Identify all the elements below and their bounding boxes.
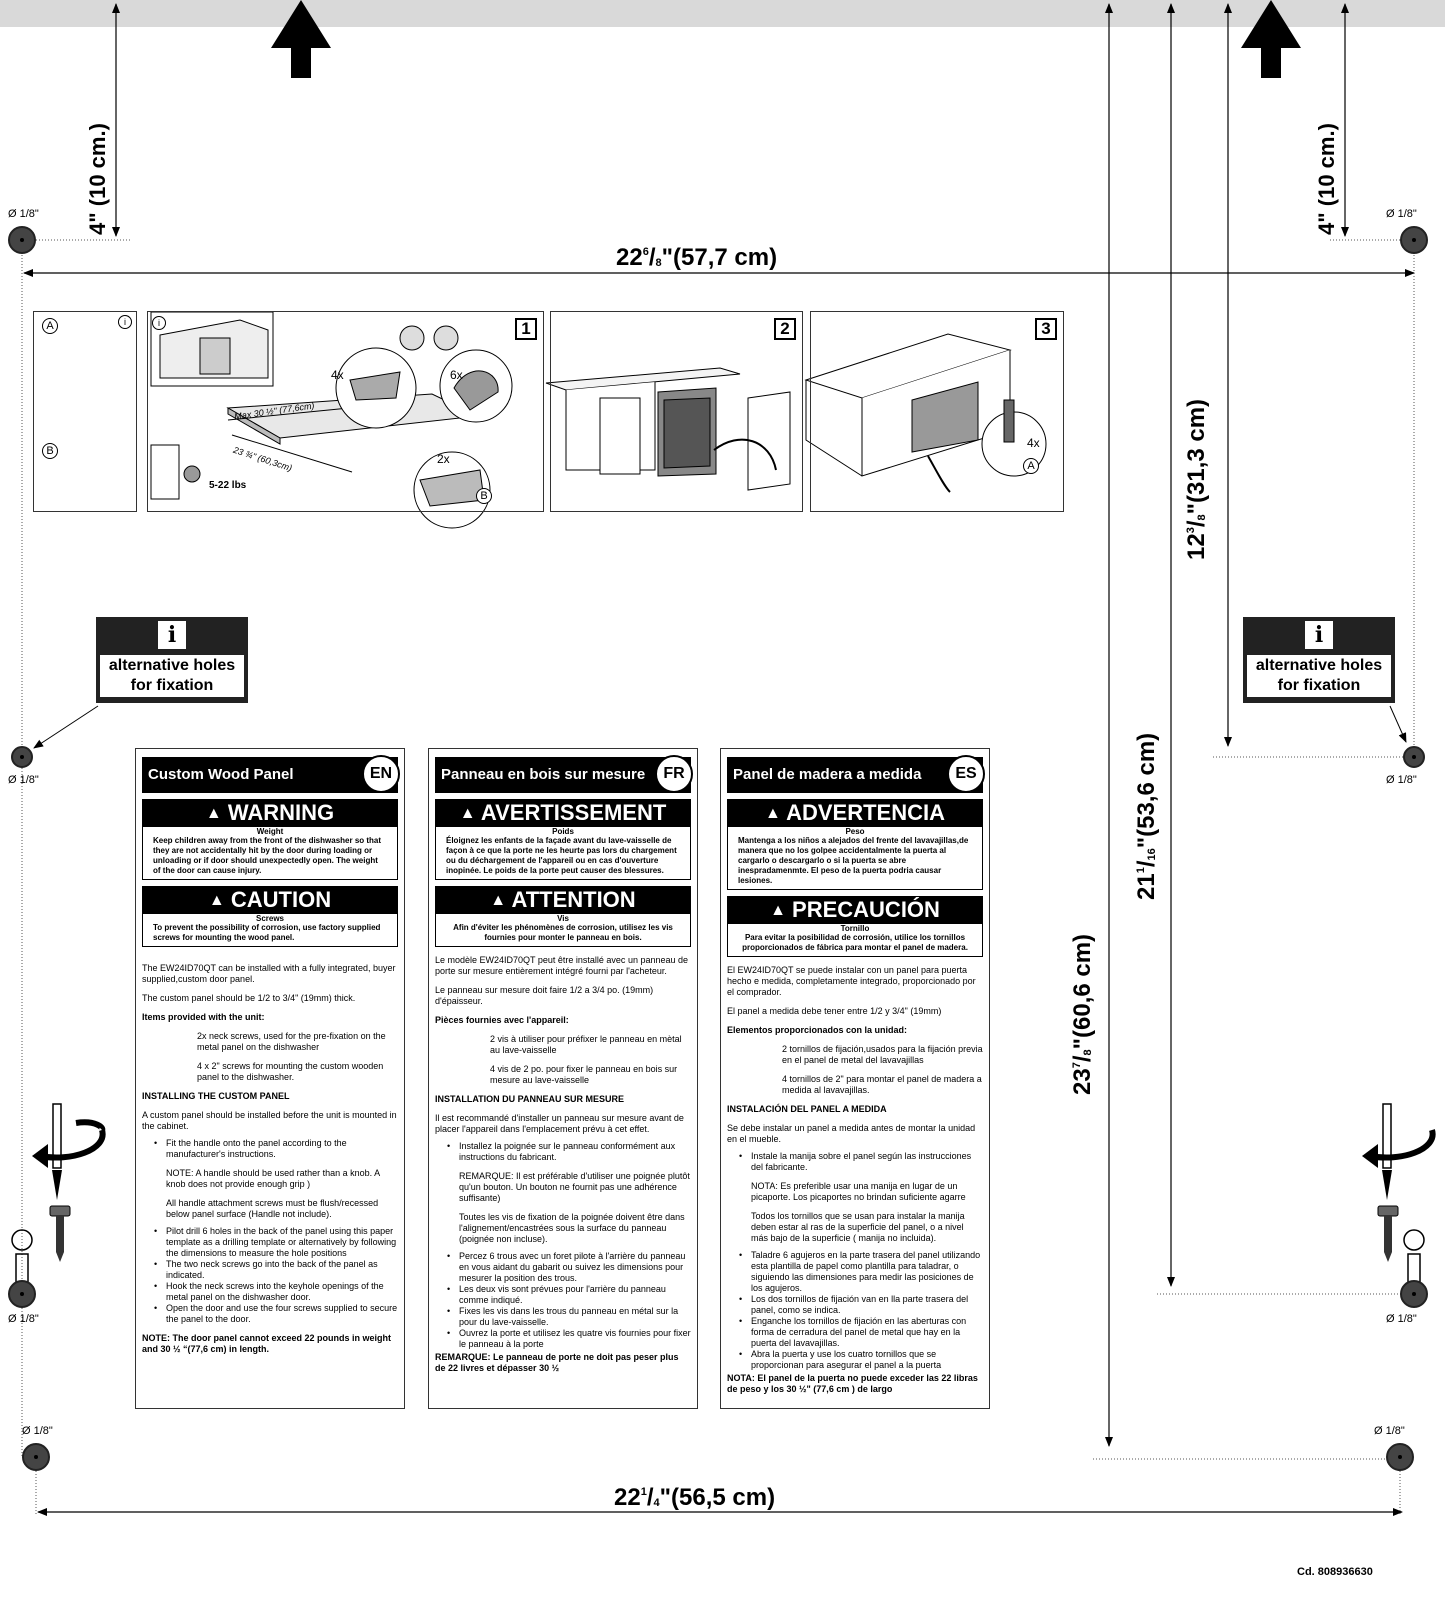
vertical-dimension-12-3-8: 123/8"(31,3 cm) (1183, 398, 1210, 560)
vertical-dimension-23-7-8: 237/8"(60,6 cm) (1069, 933, 1096, 1095)
hole-diameter-label: Ø 1/8" (1386, 1313, 1417, 1325)
left-screw-rotation-graphic (32, 1103, 106, 1262)
warning-triangle-icon: ▲ (208, 892, 225, 909)
vertical-dimension-21-1-16: 211/16"(53,6 cm) (1133, 732, 1160, 900)
info-icon: i (158, 621, 186, 649)
qty-4x-label: 4x (331, 368, 344, 382)
right-screw-rotation-graphic (1362, 1103, 1436, 1262)
warning-triangle-icon: ▲ (770, 902, 786, 919)
top-up-arrow-right (1241, 0, 1301, 78)
caution-box: ▲ CAUTION Screws To prevent the possibil… (142, 886, 398, 947)
document-code: Cd. 808936630 (1297, 1566, 1373, 1578)
warning-triangle-icon: ▲ (490, 892, 507, 909)
info-icon: i (118, 315, 132, 329)
max-length-label: Max 30 ½" (77,6cm) (233, 400, 316, 422)
hole-diameter-label: Ø 1/8" (1386, 774, 1417, 786)
language-badge: FR (655, 755, 693, 793)
top-edge-band (0, 0, 1445, 27)
alternative-hole (11, 746, 33, 768)
warning-box: ▲ ADVERTENCIA Peso Mantenga a los niños … (727, 799, 983, 890)
hole-diameter-label: Ø 1/8" (1386, 208, 1417, 220)
hole-diameter-label: Ø 1/8" (8, 208, 39, 220)
panel-1-illustration (150, 311, 513, 529)
qty-4x-label: 4x (1027, 436, 1040, 450)
qty-2x-label: 2x (437, 452, 450, 466)
step-number: 2 (774, 318, 796, 340)
hole-diameter-label: Ø 1/8" (22, 1425, 53, 1437)
top-width-dimension: 226/8"(57,7 cm) (616, 244, 778, 271)
panel-2-illustration (545, 367, 791, 491)
mounting-hole (22, 1443, 50, 1471)
hole-diameter-label: Ø 1/8" (8, 1313, 39, 1325)
hole-diameter-label: Ø 1/8" (1374, 1425, 1405, 1437)
top-up-arrow-left (271, 0, 331, 78)
qty-6x-label: 6x (450, 368, 463, 382)
mounting-hole (8, 1280, 36, 1308)
label-a: A (42, 318, 58, 334)
top-offset-right-dimension: 4" (10 cm.) (1314, 123, 1339, 235)
mounting-hole (1400, 1280, 1428, 1308)
warning-box: ▲ WARNING Weight Keep children away from… (142, 799, 398, 880)
panel-3-illustration (804, 333, 1047, 493)
panel-step-2: 2 (550, 311, 803, 512)
warning-triangle-icon: ▲ (459, 805, 476, 822)
mounting-hole (1400, 226, 1428, 254)
step-number: 1 (515, 318, 537, 340)
mounting-hole (8, 226, 36, 254)
mounting-hole (1386, 1443, 1414, 1471)
weight-label: 5-22 lbs (209, 480, 247, 491)
info-icon: i (152, 316, 166, 330)
bottom-width-dimension: 221/4"(56,5 cm) (614, 1484, 776, 1511)
language-badge: ES (947, 755, 985, 793)
alternative-hole (1403, 746, 1425, 768)
caution-box: ▲ ATTENTION Vis Afin d'éviter les phénom… (435, 886, 691, 947)
warning-triangle-icon: ▲ (764, 805, 781, 822)
label-b: B (42, 443, 58, 459)
panel-step-1: 1 i Max 30 ½" (77,6cm) 23 ¾" (60,3cm) 5-… (147, 311, 544, 512)
label-b: B (476, 488, 492, 504)
warning-box: ▲ AVERTISSEMENT Poids Éloignez les enfan… (435, 799, 691, 880)
warning-triangle-icon: ▲ (205, 805, 222, 822)
top-offset-left-dimension: 4" (10 cm.) (85, 123, 110, 235)
info-icon: i (1305, 621, 1333, 649)
label-a: A (1023, 458, 1039, 474)
panel-screws-provided: A B i (33, 311, 137, 512)
width-label: 23 ¾" (60,3cm) (231, 444, 294, 474)
language-badge: EN (362, 755, 400, 793)
step-number: 3 (1035, 318, 1057, 340)
panel-step-3: 3 4x A (810, 311, 1064, 512)
hole-diameter-label: Ø 1/8" (8, 774, 39, 786)
caution-box: ▲ PRECAUCIÓN Tornillo Para evitar la pos… (727, 896, 983, 957)
